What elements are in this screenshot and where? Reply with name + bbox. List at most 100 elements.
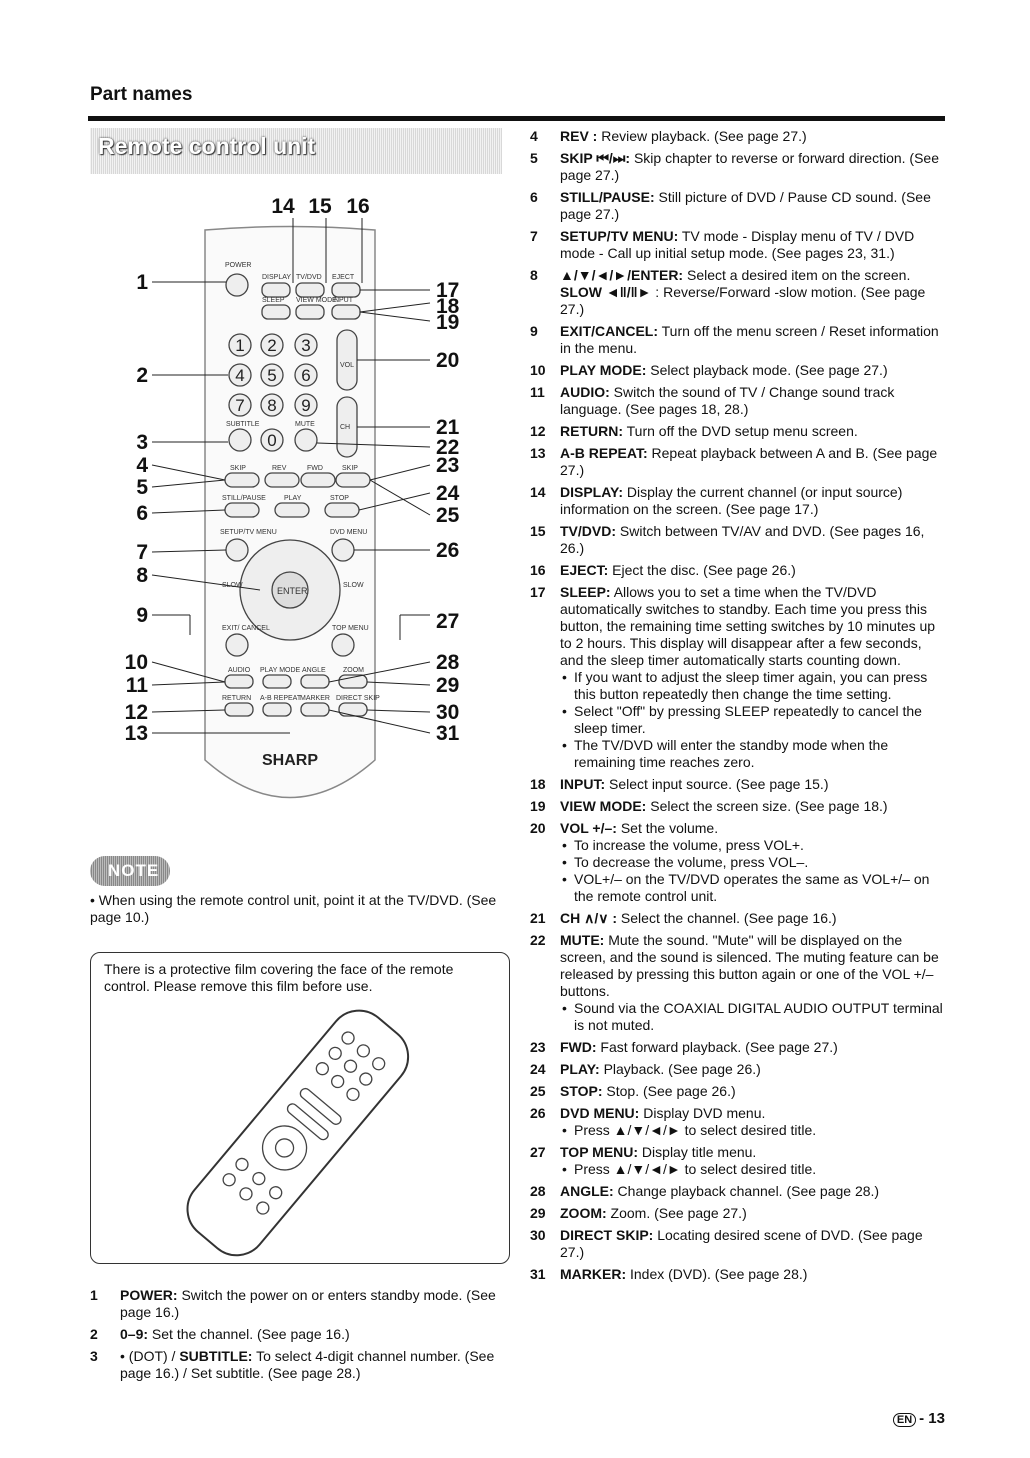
audio-button bbox=[224, 674, 254, 689]
item-number: 8 bbox=[530, 267, 538, 283]
viewmode-label: VIEW MODE bbox=[296, 297, 337, 304]
abrepeat-label: A-B REPEAT bbox=[260, 695, 302, 702]
item-number: 25 bbox=[530, 1083, 546, 1099]
item-text: Set the channel. (See page 16.) bbox=[148, 1326, 350, 1342]
item-number: 5 bbox=[530, 150, 538, 166]
item-number: 31 bbox=[530, 1266, 546, 1282]
digit-label: 4 bbox=[235, 366, 244, 385]
item-term: RETURN: bbox=[560, 423, 623, 439]
callout-14: 14 bbox=[271, 195, 295, 218]
item-term: SLEEP: bbox=[560, 584, 611, 600]
item-term: SUBTITLE: bbox=[179, 1348, 253, 1364]
digit-3 bbox=[294, 333, 318, 357]
callout-11: 11 bbox=[126, 674, 149, 697]
header-rule bbox=[88, 116, 945, 121]
callout-24: 24 bbox=[436, 482, 460, 505]
note-text: • When using the remote control unit, po… bbox=[90, 892, 497, 925]
digit-1 bbox=[228, 333, 252, 357]
top-menu-button bbox=[331, 633, 355, 657]
item-term: 0–9: bbox=[120, 1326, 149, 1342]
item-number: 14 bbox=[530, 484, 546, 500]
stillpause-label: STILL/PAUSE bbox=[222, 495, 266, 502]
power-label: POWER bbox=[225, 262, 251, 269]
callout-10: 10 bbox=[125, 651, 148, 674]
item-bullet: To increase the volume, press VOL+. bbox=[560, 837, 945, 854]
item-number: 7 bbox=[530, 228, 538, 244]
list-item: 14 DISPLAY: Display the current channel (… bbox=[530, 484, 945, 518]
list-item: 8▲/▼/◄/►/ENTER: Select a desired item on… bbox=[530, 267, 945, 318]
digit-label: 6 bbox=[301, 366, 310, 385]
banner-title: Remote control unit bbox=[98, 133, 316, 159]
callout-4: 4 bbox=[136, 454, 148, 477]
power-button bbox=[225, 273, 249, 297]
item-term: MARKER: bbox=[560, 1266, 627, 1282]
item-number: 16 bbox=[530, 562, 546, 578]
play-button bbox=[274, 502, 310, 518]
callout-13: 13 bbox=[125, 722, 148, 745]
item-term: DISPLAY: bbox=[560, 484, 624, 500]
item-text: Select the channel. (See page 16.) bbox=[617, 910, 837, 926]
play-label: PLAY bbox=[284, 495, 302, 502]
item-number: 13 bbox=[530, 445, 546, 461]
callout-23: 23 bbox=[436, 454, 459, 477]
subtitle-label: SUBTITLE bbox=[226, 421, 260, 428]
item-text: Display the current channel (or input so… bbox=[560, 484, 903, 517]
digit-labels: 1 2 3 4 5 6 7 8 9 0 bbox=[235, 336, 310, 450]
callout-31: 31 bbox=[436, 722, 460, 745]
item-term: VIEW MODE: bbox=[560, 798, 647, 814]
callout-5: 5 bbox=[136, 476, 148, 499]
vol-rocker bbox=[336, 329, 358, 391]
item-number: 15 bbox=[530, 523, 546, 539]
item-term: DVD MENU: bbox=[560, 1105, 640, 1121]
brand-logo: SHARP bbox=[262, 752, 318, 769]
item-number: 19 bbox=[530, 798, 546, 814]
item-number: 20 bbox=[530, 820, 546, 836]
callout-30: 30 bbox=[436, 701, 459, 724]
callout-6: 6 bbox=[136, 502, 148, 525]
item-number: 4 bbox=[530, 128, 538, 144]
digit-label: 8 bbox=[267, 396, 276, 415]
item-bullet: To decrease the volume, press VOL–. bbox=[560, 854, 945, 871]
item-bullet: Select "Off" by pressing SLEEP repeatedl… bbox=[560, 703, 945, 737]
list-item: 3• (DOT) / SUBTITLE: To select 4-digit c… bbox=[90, 1348, 510, 1382]
item-extra-text: : Reverse/Forward -slow motion. (See pag… bbox=[560, 284, 926, 317]
item-number: 2 bbox=[90, 1326, 98, 1342]
remote-diagram: 1 2 3 4 5 6 7 8 9 0 POWER DISPLAY TV/DVD… bbox=[125, 195, 460, 799]
directskip-label: DIRECT SKIP bbox=[336, 695, 380, 702]
callout-28: 28 bbox=[436, 651, 460, 674]
item-term: EXIT/CANCEL: bbox=[560, 323, 658, 339]
item-text: Skip chapter to reverse or forward direc… bbox=[560, 150, 939, 183]
angle-label: ANGLE bbox=[302, 667, 326, 674]
item-text: Switch the power on or enters standby mo… bbox=[120, 1287, 496, 1320]
digit-label: 3 bbox=[301, 336, 310, 355]
digit-9 bbox=[294, 393, 318, 417]
setup-label: SETUP/TV MENU bbox=[220, 529, 277, 536]
item-term: AUDIO: bbox=[560, 384, 610, 400]
item-term: INPUT: bbox=[560, 776, 606, 792]
mute-button bbox=[294, 428, 318, 452]
item-term: ZOOM: bbox=[560, 1205, 607, 1221]
callout-1: 1 bbox=[136, 271, 148, 294]
stop-button bbox=[324, 502, 360, 518]
callout-15: 15 bbox=[308, 195, 332, 218]
item-number: 3 bbox=[90, 1348, 98, 1364]
item-term: DIRECT SKIP: bbox=[560, 1227, 654, 1243]
digit-4 bbox=[228, 363, 252, 387]
vol-label: VOL bbox=[340, 362, 354, 369]
item-number: 12 bbox=[530, 423, 546, 439]
item-text: Still picture of DVD / Pause CD sound. (… bbox=[560, 189, 931, 222]
page-footer: EN- 13 bbox=[892, 1410, 945, 1427]
item-term: MUTE: bbox=[560, 932, 605, 948]
callout-25: 25 bbox=[436, 504, 460, 527]
item-term: ANGLE: bbox=[560, 1183, 614, 1199]
item-number: 21 bbox=[530, 910, 546, 926]
item-term: POWER: bbox=[120, 1287, 178, 1303]
digit-label: 9 bbox=[301, 396, 310, 415]
